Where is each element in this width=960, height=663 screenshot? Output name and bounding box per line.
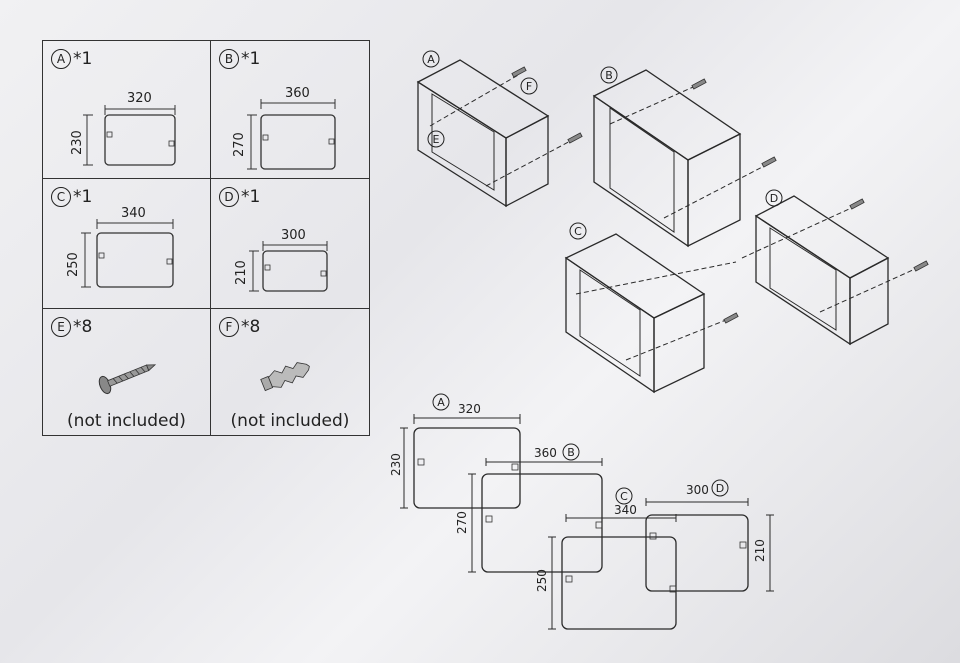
part-d-width: 300 [281,228,306,243]
part-d-drawing: 300 210 [234,228,328,292]
part-e-badge: E [51,317,71,337]
part-f-qty: *8 [241,317,261,337]
part-b-title: B *1 [219,49,260,69]
part-a-drawing: 320 230 [70,91,176,166]
layout-label-b: B [567,446,575,459]
layout-label-a: A [437,396,445,409]
part-e-qty: *8 [73,317,93,337]
part-e-note: (not included) [67,411,186,431]
part-d-badge: D [219,187,239,207]
part-c-drawing: 340 250 [66,206,174,288]
box-a [416,59,550,208]
part-cell-d: D *1 300 210 [211,179,369,309]
layout-rect-d [645,514,749,592]
screw-icon [98,364,157,395]
part-b-height: 270 [232,132,247,157]
part-cell-f: F *8 (not included) [211,309,369,435]
part-c-width: 340 [121,206,146,221]
layout-rect-a [413,427,521,509]
part-cell-e: E *8 (not included) [43,309,211,435]
layout-a-width: 320 [458,402,481,416]
layout-c-width: 340 [614,503,637,517]
iso-label-d: D [770,192,778,205]
part-c-badge: C [51,187,71,207]
part-f-note: (not included) [230,411,350,431]
part-d-title: D *1 [219,187,260,207]
part-b-drawing: 360 270 [232,86,336,170]
part-b-width: 360 [285,86,310,101]
part-f-title: F *8 [219,317,260,337]
part-c-title: C *1 [51,187,92,207]
iso-label-a: A [427,53,435,66]
layout-label-d: D [716,482,724,495]
part-f-badge: F [219,317,239,337]
part-cell-a: A *1 320 230 [43,41,211,179]
part-a-width: 320 [127,91,152,106]
iso-label-b: B [605,69,613,82]
box-b [592,69,742,248]
parts-table: A *1 320 230 B *1 360 [42,40,370,436]
layout-label-c: C [620,490,628,503]
layout-b-width: 360 [534,446,557,460]
layout-a-height: 230 [389,453,403,476]
fasteners [511,66,929,324]
part-cell-b: B *1 360 270 [211,41,369,179]
box-d [754,195,890,346]
layout-rect-c [561,536,677,630]
part-e-title: E *8 [51,317,92,337]
wall-plug-icon [260,362,310,392]
part-c-height: 250 [66,252,81,277]
box-c [564,233,706,394]
iso-label-c: C [574,225,582,238]
part-c-qty: *1 [73,187,93,207]
layout-d-width: 300 [686,483,709,497]
iso-label-f: F [526,80,532,93]
layout-d-height: 210 [753,539,767,562]
fixing-lines [429,73,927,361]
part-b-badge: B [219,49,239,69]
part-a-title: A *1 [51,49,92,69]
layout-c-height: 250 [535,569,549,592]
part-a-qty: *1 [73,49,93,69]
iso-label-e: E [433,133,440,146]
part-d-qty: *1 [241,187,261,207]
part-a-badge: A [51,49,71,69]
layout-b-height: 270 [455,511,469,534]
part-a-height: 230 [70,130,85,155]
part-d-height: 210 [234,260,249,285]
part-b-qty: *1 [241,49,261,69]
layout-rect-b [481,473,603,573]
part-cell-c: C *1 340 250 [43,179,211,309]
